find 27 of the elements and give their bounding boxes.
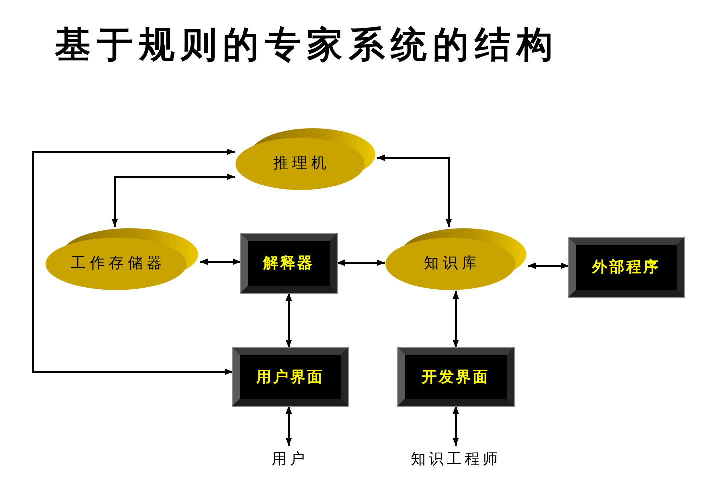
- node-label: 工作存储器: [71, 256, 166, 271]
- arrow: [452, 291, 460, 348]
- arrow: [32, 148, 235, 376]
- node-label: 开发界面: [422, 370, 490, 384]
- node-label: 推理机: [274, 156, 330, 171]
- arrow: [286, 406, 292, 446]
- arrow: [377, 154, 452, 227]
- disc-node: [45, 227, 200, 291]
- diagram-title: 基于规则的专家系统的结构: [55, 28, 559, 64]
- node-label: 解释器: [264, 256, 314, 271]
- disc-node: [385, 227, 528, 291]
- arrow: [286, 293, 292, 348]
- bevel-box: [569, 238, 684, 297]
- arrow: [452, 406, 460, 446]
- node-label: 外部程序: [592, 260, 660, 275]
- bevel-box: [241, 234, 337, 293]
- node-label: 用户界面: [256, 370, 324, 384]
- bevel-box: [398, 348, 514, 406]
- bevel-box: [233, 348, 348, 406]
- actor-label: 用户: [272, 452, 308, 466]
- arrow: [112, 174, 235, 227]
- disc-node: [235, 127, 377, 191]
- node-label: 知识库: [424, 256, 481, 271]
- arrow: [528, 262, 569, 270]
- actor-label: 知识工程师: [411, 452, 501, 466]
- arrow: [200, 258, 241, 266]
- arrow: [337, 260, 385, 266]
